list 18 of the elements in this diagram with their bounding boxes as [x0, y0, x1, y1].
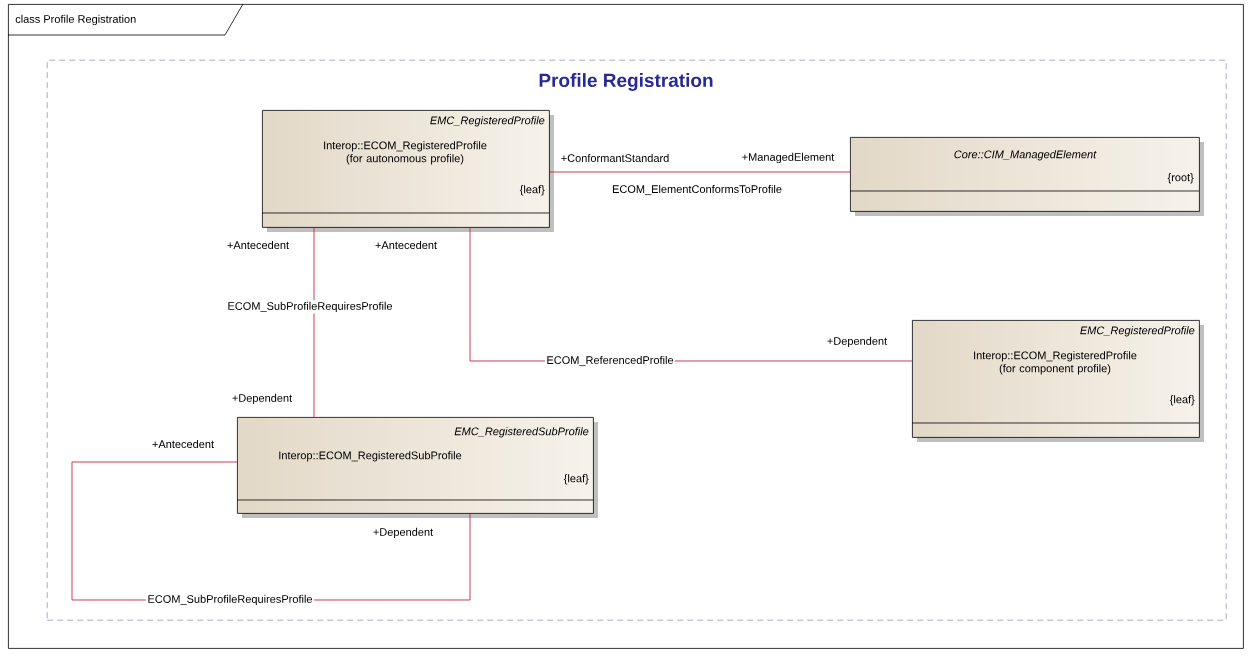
edge-label: ECOM_ReferencedProfile — [544, 354, 676, 368]
role-label: +Antecedent — [375, 240, 437, 250]
edge-label: ECOM_SubProfileRequiresProfile — [226, 300, 395, 314]
role-label: +Dependent — [373, 527, 434, 539]
role-label: +ManagedElement — [742, 152, 835, 164]
role-label: +ConformantStandard — [561, 153, 669, 163]
class-box: EMC_RegisteredProfile Interop::ECOM_RegisteredProfile (for autonomous profile) {leaf} — [261, 110, 554, 232]
role-label: +Antecedent — [152, 439, 214, 449]
edge-label: ECOM_ElementConformsToProfile — [610, 183, 784, 197]
role-label: +Dependent — [232, 393, 293, 405]
association-line — [313, 227, 315, 418]
class-box: Core::CIM_ManagedElement {root} — [849, 137, 1204, 216]
class-box: EMC_RegisteredProfile Interop::ECOM_RegisteredProfile (for component profile) {leaf} — [911, 320, 1204, 442]
association-line — [549, 171, 851, 173]
role-label: +Dependent — [827, 336, 888, 348]
class-box: EMC_RegisteredSubProfile Interop::ECOM_RegisteredSubProfile {leaf} — [236, 417, 598, 518]
role-label: +Antecedent — [227, 240, 289, 250]
edge-label: ECOM_SubProfileRequiresProfile — [146, 593, 315, 607]
